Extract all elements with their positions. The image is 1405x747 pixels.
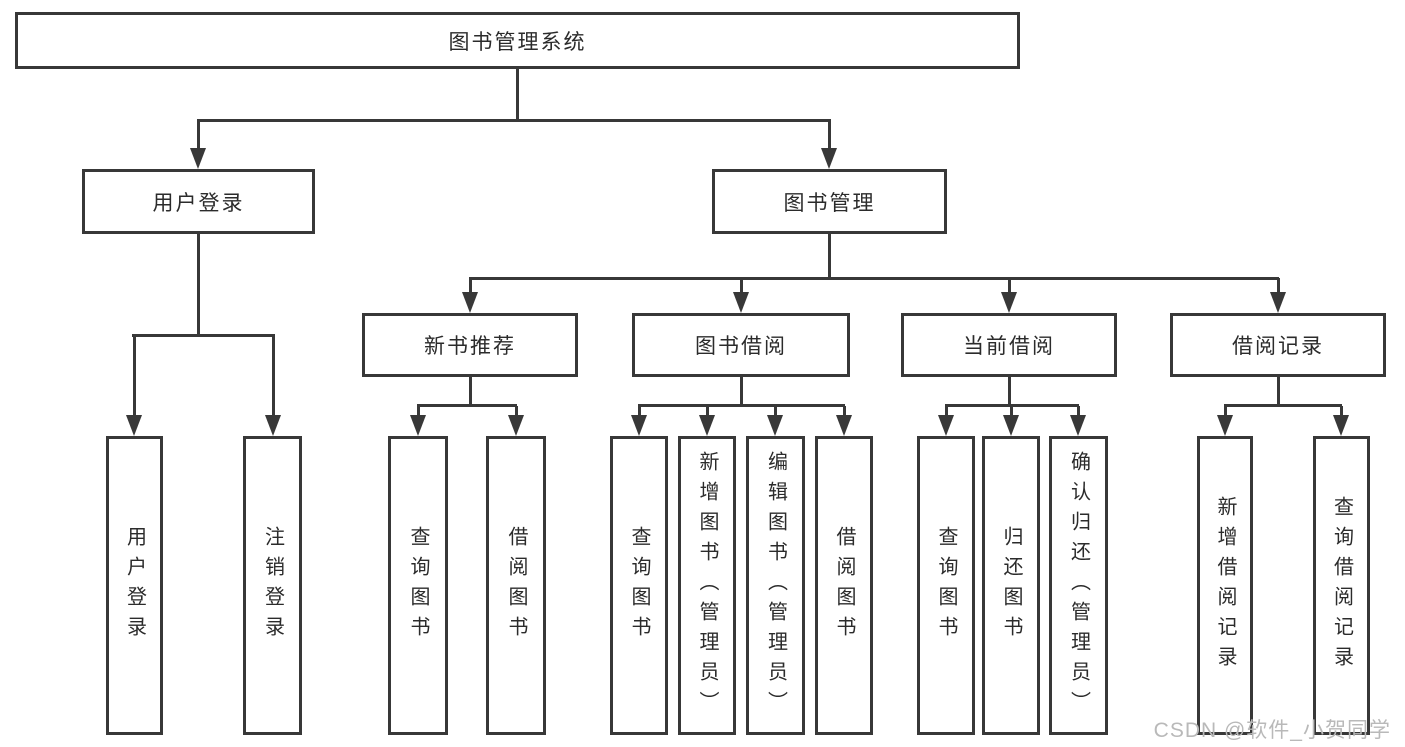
arrowhead-down-icon <box>1270 292 1286 313</box>
arrowhead-down-icon <box>508 415 524 436</box>
connector-line <box>516 69 519 121</box>
node-leaf-query-books-1: 查询图书 <box>388 436 448 735</box>
connector-line <box>1277 377 1280 407</box>
node-root: 图书管理系统 <box>15 12 1020 69</box>
node-leaf-query-borrow-record: 查询借阅记录 <box>1313 436 1370 735</box>
arrow-shaft <box>1077 406 1080 416</box>
arrowhead-down-icon <box>631 415 647 436</box>
arrowhead-down-icon <box>1333 415 1349 436</box>
arrowhead-down-icon <box>1217 415 1233 436</box>
node-leaf-add-books: 新增图书（管理员） <box>678 436 736 735</box>
arrow-shaft <box>1277 278 1280 293</box>
node-book-borrowing: 图书借阅 <box>632 313 850 377</box>
arrow-shaft <box>1008 278 1011 293</box>
node-book-management: 图书管理 <box>712 169 947 234</box>
arrowhead-down-icon <box>1070 415 1086 436</box>
arrow-shaft <box>133 336 136 416</box>
arrowhead-down-icon <box>767 415 783 436</box>
arrowhead-down-icon <box>410 415 426 436</box>
arrow-shaft <box>1340 406 1343 416</box>
arrowhead-down-icon <box>938 415 954 436</box>
node-current-borrowing: 当前借阅 <box>901 313 1117 377</box>
arrow-shaft <box>706 406 709 416</box>
arrow-shaft <box>945 406 948 416</box>
connector-line <box>417 404 517 407</box>
arrowhead-down-icon <box>265 415 281 436</box>
arrowhead-down-icon <box>1003 415 1019 436</box>
connector-line <box>828 234 831 279</box>
connector-line <box>132 334 275 337</box>
arrowhead-down-icon <box>462 292 478 313</box>
node-leaf-borrow-books-2: 借阅图书 <box>815 436 873 735</box>
node-leaf-return-books: 归还图书 <box>982 436 1040 735</box>
connector-line <box>469 277 1279 280</box>
arrow-shaft <box>1010 406 1013 416</box>
arrow-shaft <box>515 406 518 416</box>
arrow-shaft <box>272 336 275 416</box>
node-borrowing-records: 借阅记录 <box>1170 313 1386 377</box>
node-leaf-confirm-return: 确认归还（管理员） <box>1049 436 1108 735</box>
node-leaf-borrow-books-1: 借阅图书 <box>486 436 546 735</box>
arrow-shaft <box>638 406 641 416</box>
arrowhead-down-icon <box>836 415 852 436</box>
node-new-book-recommend: 新书推荐 <box>362 313 578 377</box>
arrowhead-down-icon <box>126 415 142 436</box>
connector-line <box>1008 377 1011 407</box>
node-leaf-query-books-3: 查询图书 <box>917 436 975 735</box>
node-user-login: 用户登录 <box>82 169 315 234</box>
arrow-shaft <box>843 406 846 416</box>
connector-line <box>638 404 845 407</box>
arrow-shaft <box>828 121 831 149</box>
arrow-shaft <box>197 121 200 149</box>
connector-line <box>740 377 743 407</box>
node-leaf-user-login: 用户登录 <box>106 436 163 735</box>
arrow-shaft <box>417 406 420 416</box>
node-leaf-add-borrow-record: 新增借阅记录 <box>1197 436 1253 735</box>
node-leaf-edit-books: 编辑图书（管理员） <box>746 436 805 735</box>
arrow-shaft <box>740 278 743 293</box>
arrowhead-down-icon <box>699 415 715 436</box>
arrowhead-down-icon <box>1001 292 1017 313</box>
arrow-shaft <box>469 278 472 293</box>
arrow-shaft <box>774 406 777 416</box>
arrowhead-down-icon <box>733 292 749 313</box>
connector-line <box>197 234 200 336</box>
arrowhead-down-icon <box>821 148 837 169</box>
node-leaf-query-books-2: 查询图书 <box>610 436 668 735</box>
arrow-shaft <box>1224 406 1227 416</box>
node-leaf-logout: 注销登录 <box>243 436 302 735</box>
arrowhead-down-icon <box>190 148 206 169</box>
connector-line <box>197 119 831 122</box>
csdn-watermark: CSDN @软件_小贺同学 <box>1153 719 1391 742</box>
connector-line <box>469 377 472 407</box>
connector-line <box>1224 404 1342 407</box>
connector-line <box>945 404 1079 407</box>
